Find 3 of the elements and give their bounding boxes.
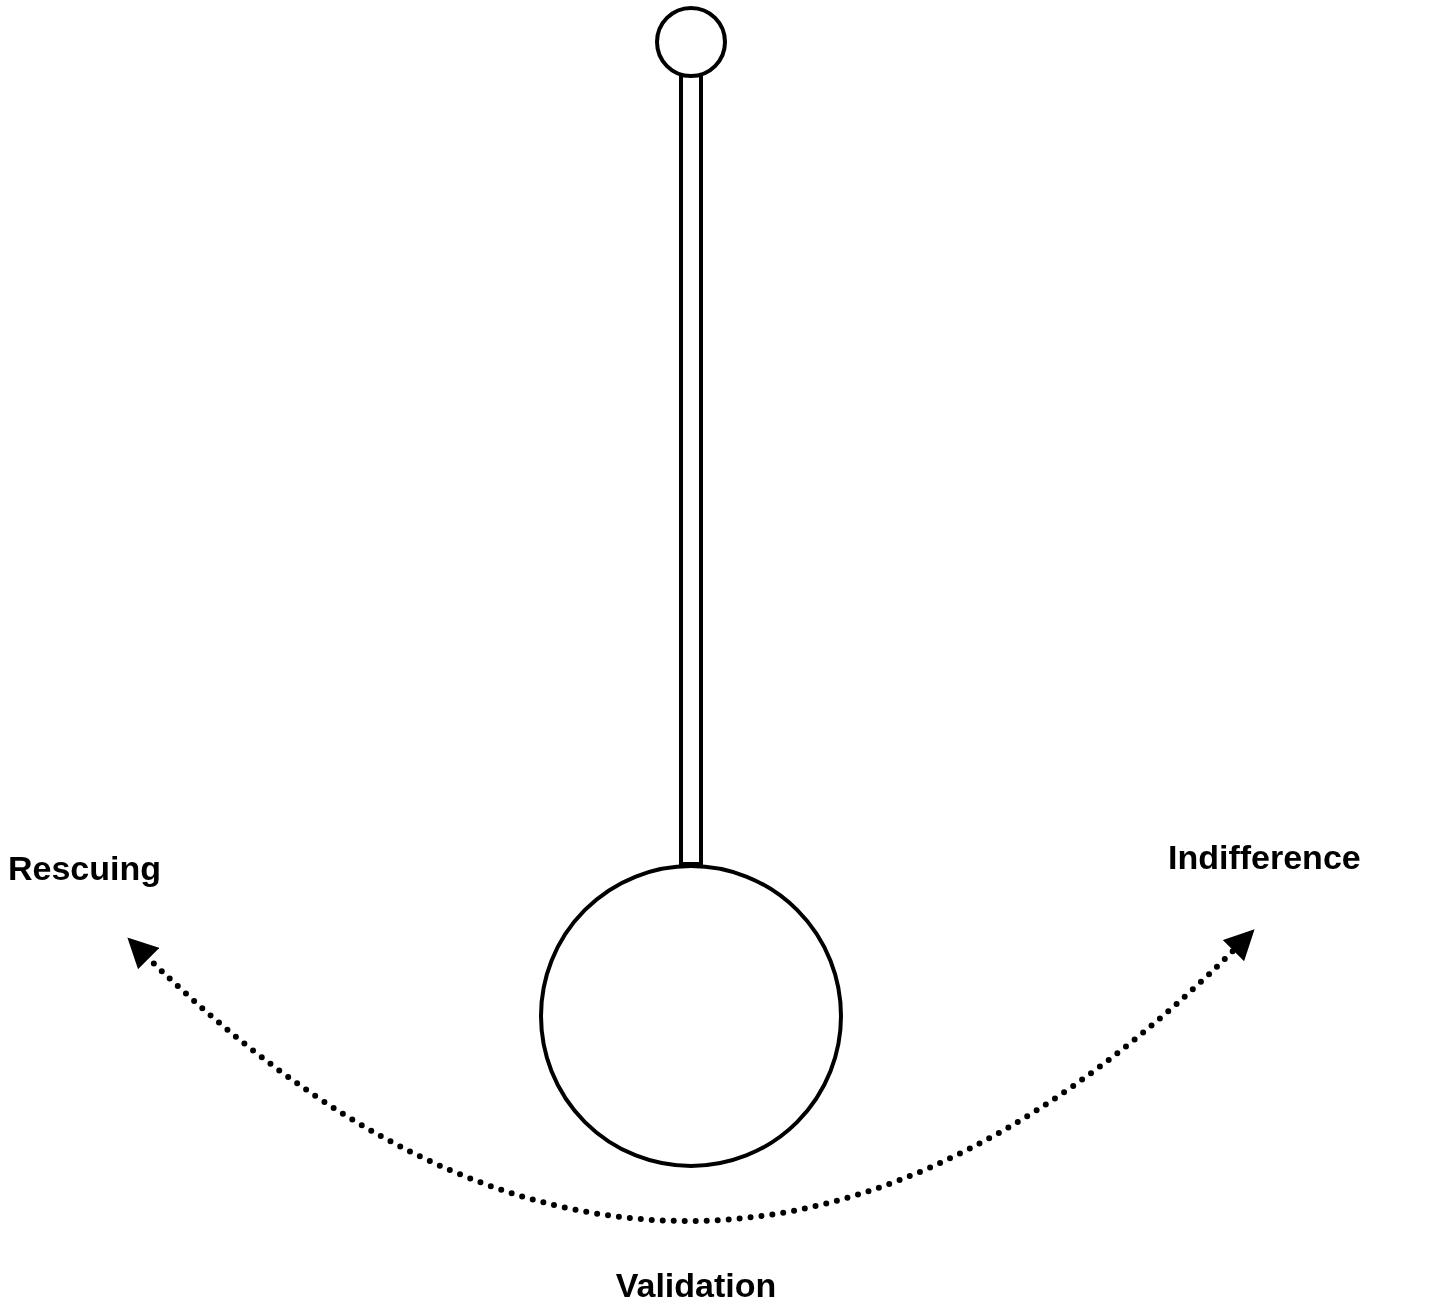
label: Validation [615,1268,777,1302]
label: Indifference [1168,840,1361,874]
label: Rescuing [8,851,162,885]
